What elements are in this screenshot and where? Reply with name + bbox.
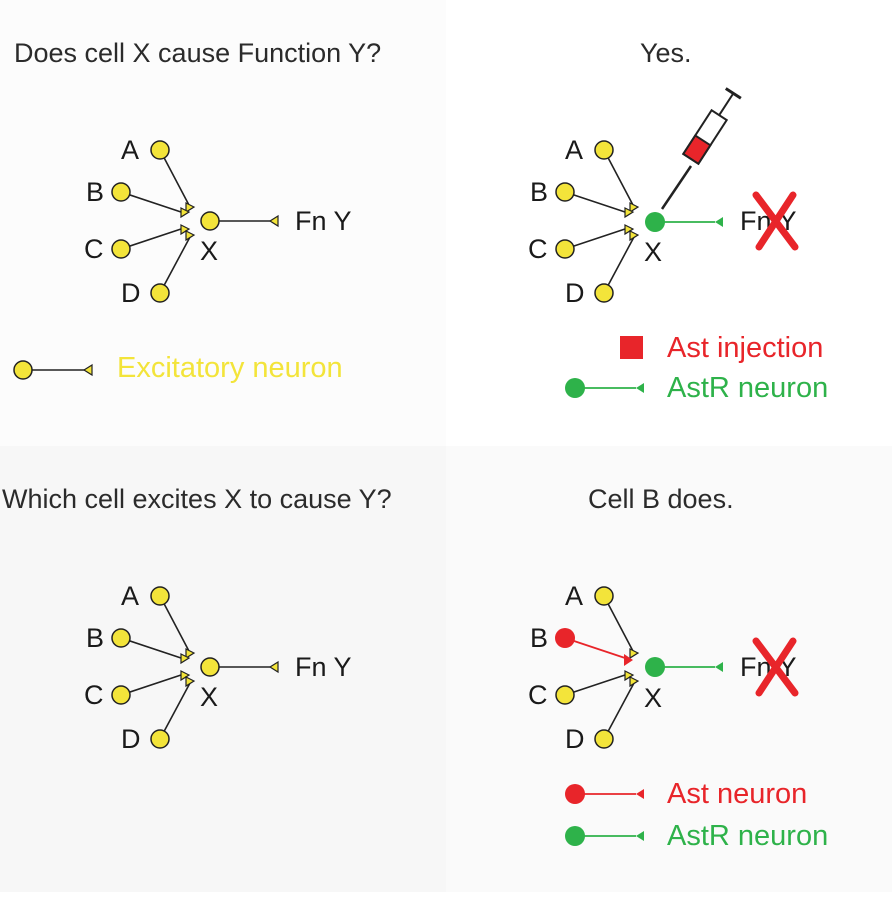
label-a: A (565, 135, 583, 165)
label-b: B (530, 623, 548, 653)
panel-top-left: Does cell X cause Function Y? A B C D X … (13, 38, 381, 384)
synapse-c (624, 224, 635, 236)
axon-a (159, 149, 191, 208)
cell-a (150, 586, 170, 606)
label-c: C (528, 234, 548, 264)
axon-d (603, 236, 635, 294)
legend-ast-neuron: Ast neuron (667, 778, 807, 810)
label-fn: Fn Y (295, 652, 352, 682)
axon-c (564, 227, 629, 250)
synapse-b-red (624, 654, 633, 666)
ast-legend-soma (565, 784, 585, 804)
axon-b (120, 191, 185, 214)
circuit-top-left: A B C D X Fn Y (84, 135, 352, 308)
cell-b (111, 182, 131, 202)
cell-a (594, 586, 614, 606)
cell-c (555, 239, 575, 259)
axon-c (120, 227, 185, 250)
panel-bottom-left: Which cell excites X to cause Y? A B C D… (2, 484, 392, 754)
cell-a (150, 140, 170, 160)
label-b: B (86, 177, 104, 207)
legend-excitatory-label: Excitatory neuron (117, 352, 343, 384)
cell-c (111, 685, 131, 705)
label-d: D (565, 724, 585, 754)
cell-c (111, 239, 131, 259)
label-d: D (565, 278, 585, 308)
axon-d (159, 236, 191, 294)
cell-x (200, 211, 220, 231)
synapse-b (180, 207, 191, 219)
label-c: C (84, 680, 104, 710)
axon-a (603, 149, 635, 208)
legend-bottom-right: Ast neuron AstR neuron (565, 778, 828, 852)
legend-soma (13, 360, 33, 380)
blocked-x-icon (752, 191, 799, 251)
cell-x-astr (645, 212, 665, 232)
circuit-top-right: A B C D X Fn Y (528, 135, 799, 308)
panel-top-left-bg (0, 0, 446, 446)
synapse-a (629, 202, 640, 214)
label-d: D (121, 724, 141, 754)
panel-top-right-bg (446, 0, 892, 446)
label-a: A (121, 135, 139, 165)
panel-bottom-left-bg (0, 446, 446, 892)
label-fn: Fn Y (295, 206, 352, 236)
legend-astr-neuron-top: AstR neuron (667, 372, 828, 404)
answer-top: Yes. (640, 38, 692, 68)
cell-a (594, 140, 614, 160)
label-c: C (528, 680, 548, 710)
synapse-fn-green (715, 217, 723, 227)
axon-b-red (564, 637, 629, 660)
blocked-x-icon (752, 637, 799, 697)
synapse-d (629, 230, 640, 242)
cell-c (555, 685, 575, 705)
cell-d (594, 729, 614, 749)
syringe-icon (660, 87, 742, 210)
question-top: Does cell X cause Function Y? (14, 38, 381, 68)
syringe-needle (660, 165, 693, 210)
syringe-body (681, 87, 742, 166)
answer-bottom: Cell B does. (588, 484, 734, 514)
synapse-a (185, 202, 196, 214)
cell-d (150, 729, 170, 749)
ast-injection-swatch (620, 336, 643, 359)
cell-x-astr (645, 657, 665, 677)
question-bottom: Which cell excites X to cause Y? (2, 484, 392, 514)
label-b: B (86, 623, 104, 653)
axon-b (564, 191, 629, 214)
label-a: A (565, 581, 583, 611)
label-x: X (644, 237, 662, 267)
cell-b (555, 182, 575, 202)
astr-legend-soma (565, 378, 585, 398)
cell-d (150, 283, 170, 303)
cell-x (200, 657, 220, 677)
legend-ast-injection: Ast injection (667, 332, 823, 364)
synapse-b (624, 207, 635, 219)
legend-top-right: Ast injection AstR neuron (565, 332, 828, 404)
legend-astr-neuron-bottom: AstR neuron (667, 820, 828, 852)
label-x: X (200, 682, 218, 712)
synapse-fn (268, 214, 279, 228)
cell-d (594, 283, 614, 303)
circuit-bottom-left: A B C D X Fn Y (84, 581, 352, 754)
label-x: X (200, 236, 218, 266)
legend-terminal (82, 363, 93, 377)
synapse-d (185, 230, 196, 242)
cell-b (111, 628, 131, 648)
panel-bottom-right-bg (446, 446, 892, 892)
label-c: C (84, 234, 104, 264)
label-x: X (644, 683, 662, 713)
label-a: A (121, 581, 139, 611)
panel-bottom-right: Cell B does. A B C D X Fn Y (528, 484, 828, 852)
label-b: B (530, 177, 548, 207)
astr-legend-soma (565, 826, 585, 846)
legend-excitatory: Excitatory neuron (13, 352, 343, 384)
panel-top-right: Yes. A B (528, 38, 828, 404)
circuit-bottom-right: A B C D X Fn Y (528, 581, 799, 754)
label-d: D (121, 278, 141, 308)
synapse-c (180, 224, 191, 236)
cell-b-ast (555, 628, 575, 648)
